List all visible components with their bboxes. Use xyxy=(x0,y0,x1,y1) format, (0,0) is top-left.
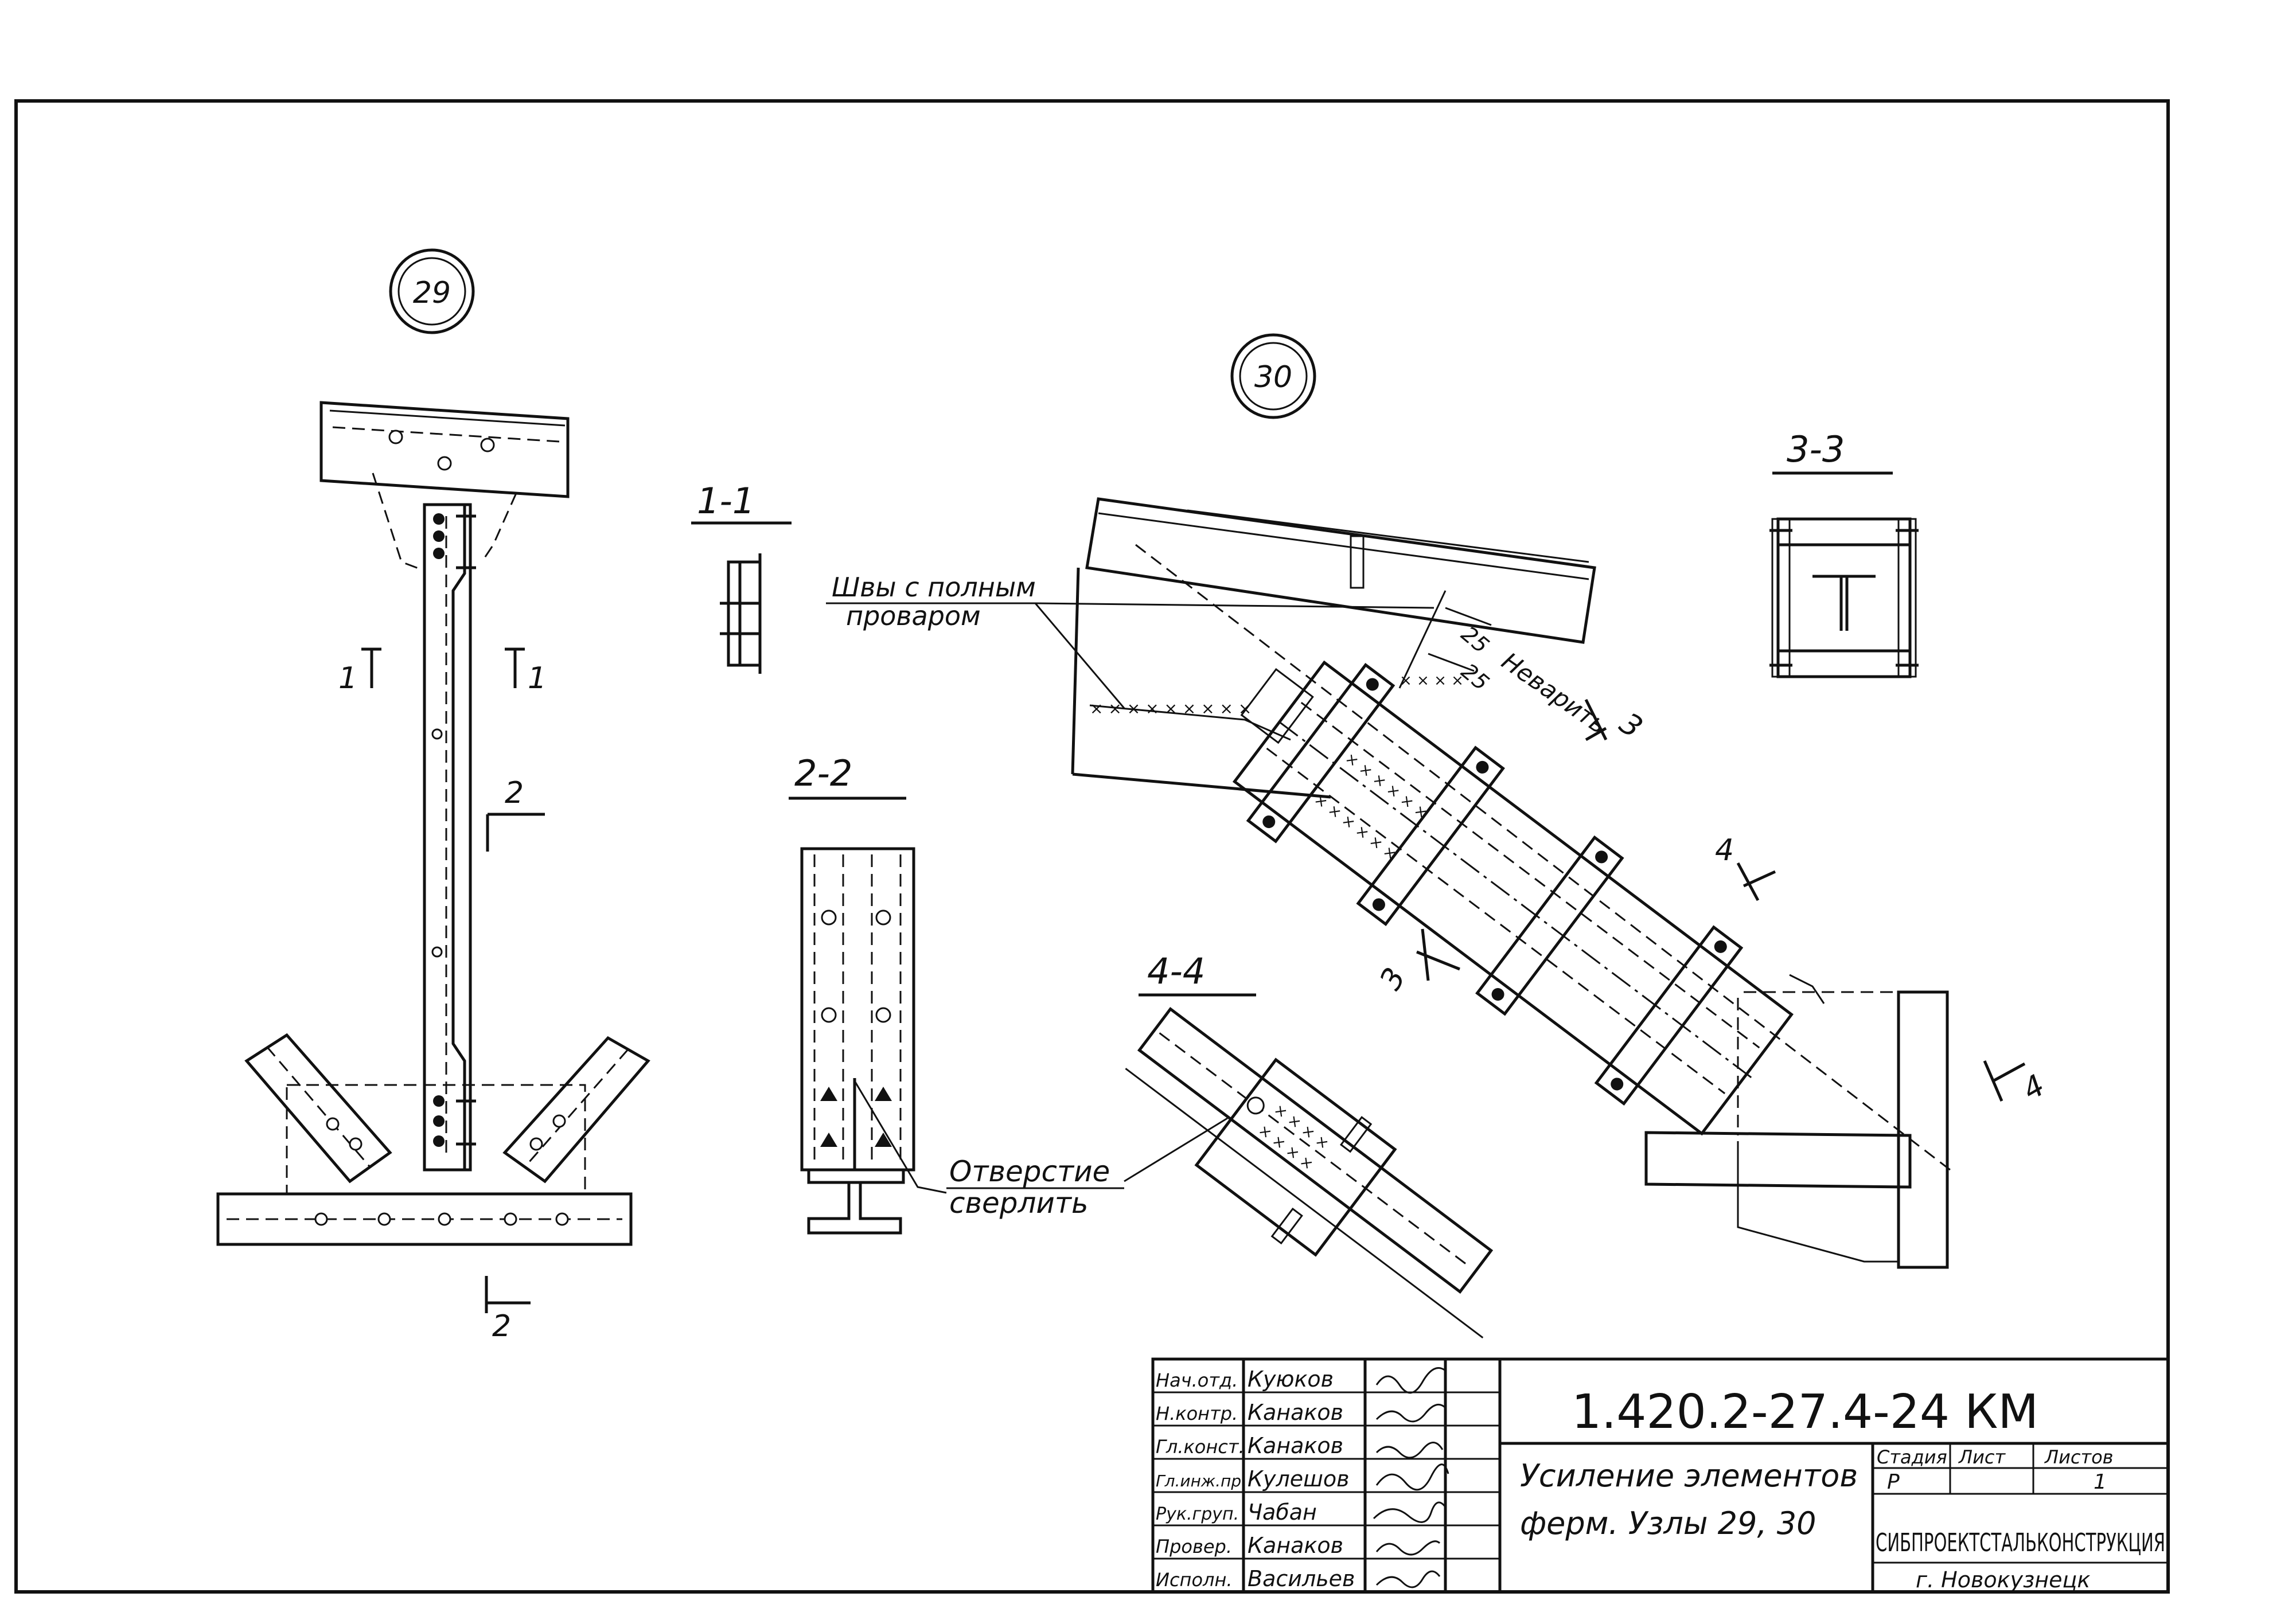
hole-note-line1: Отверстие xyxy=(949,1155,1110,1188)
stage-value: Р xyxy=(1887,1470,1900,1494)
cut-mark-2-top: 2 xyxy=(505,776,524,810)
stage-header: Стадия xyxy=(1877,1446,1947,1468)
section-4-4-title: 4-4 xyxy=(1147,950,1205,992)
vertical-post-29 xyxy=(423,503,472,1172)
sig-name-6: Канаков xyxy=(1248,1533,1343,1558)
node-29-marker-outer xyxy=(389,248,475,334)
sig-name-3: Канаков xyxy=(1248,1433,1343,1458)
svg-text:× × × ×: × × × × xyxy=(1400,672,1464,689)
organization: СИБПРОЕКТСТАЛЬКОНСТРУКЦИЯ xyxy=(1876,1528,2165,1557)
node-30-marker-outer xyxy=(1230,333,1316,419)
cut-mark-4-top: 4 xyxy=(1715,833,1734,868)
section-3-3: 3-3 xyxy=(1769,428,1919,678)
section-2-2: 2-2 Отверстие сверлить xyxy=(789,752,1124,1235)
svg-text:× × × × × × × × ×: × × × × × × × × × xyxy=(1090,699,1252,718)
title-line2: ферм. Узлы 29, 30 xyxy=(1520,1505,1816,1541)
node-29-marker-inner xyxy=(397,257,466,326)
cut-mark-1-right: 1 xyxy=(528,661,547,696)
sig-name-5: Чабан xyxy=(1248,1500,1317,1525)
top-chord-29 xyxy=(319,401,570,498)
sig-name-2: Канаков xyxy=(1248,1400,1343,1425)
cut-mark-2-bottom: 2 xyxy=(492,1309,511,1344)
section-1-1: 1-1 xyxy=(691,480,792,674)
sig-role-2: Н.контр. xyxy=(1156,1403,1238,1424)
title-block: Нач.отд. Куюков Н.контр. Канаков Гл.конс… xyxy=(1151,1357,2170,1594)
right-diagonal-29 xyxy=(502,1036,650,1184)
sheets-header: Листов xyxy=(2044,1446,2114,1468)
sig-role-5: Рук.груп. xyxy=(1156,1504,1239,1524)
sig-role-1: Нач.отд. xyxy=(1156,1369,1238,1391)
sheets-value: 1 xyxy=(2094,1470,2107,1494)
city: г. Новокузнецк xyxy=(1916,1567,2090,1592)
sig-role-4: Гл.инж.пр. xyxy=(1156,1471,1246,1490)
section-2-2-title: 2-2 xyxy=(794,752,852,794)
sig-name-4: Кулешов xyxy=(1248,1466,1350,1492)
title-line1: Усиление элементов xyxy=(1520,1458,1858,1494)
node-30-label: 30 xyxy=(1254,360,1292,395)
sheet-header: Лист xyxy=(1958,1446,2006,1468)
sig-role-7: Исполн. xyxy=(1156,1569,1233,1591)
document-code: 1.420.2-27.4-24 КМ xyxy=(1572,1385,2038,1439)
drawing-frame xyxy=(14,99,2170,1594)
sig-name-1: Куюков xyxy=(1248,1367,1334,1392)
node-30-marker-inner xyxy=(1239,342,1308,411)
section-3-3-title: 3-3 xyxy=(1787,428,1845,470)
bottom-chord-29 xyxy=(216,1192,633,1246)
node-29-label: 29 xyxy=(413,276,451,310)
sig-name-7: Васильев xyxy=(1248,1566,1355,1591)
node-29-view: 29 1 1 2 xyxy=(216,248,650,1344)
left-diagonal-29 xyxy=(244,1033,392,1184)
welds-note-line2: проваром xyxy=(846,600,981,631)
cut-mark-1-left: 1 xyxy=(338,661,357,696)
section-1-1-title: 1-1 xyxy=(697,480,755,522)
upper-chord-30 xyxy=(1085,497,1596,644)
welds-note-line1: Швы с полным xyxy=(832,572,1036,603)
signature-scribbles xyxy=(1373,1367,1449,1588)
sig-role-3: Гл.конст. xyxy=(1156,1436,1245,1458)
sig-role-6: Провер. xyxy=(1156,1536,1232,1557)
hole-note-line2: сверлить xyxy=(949,1186,1089,1220)
